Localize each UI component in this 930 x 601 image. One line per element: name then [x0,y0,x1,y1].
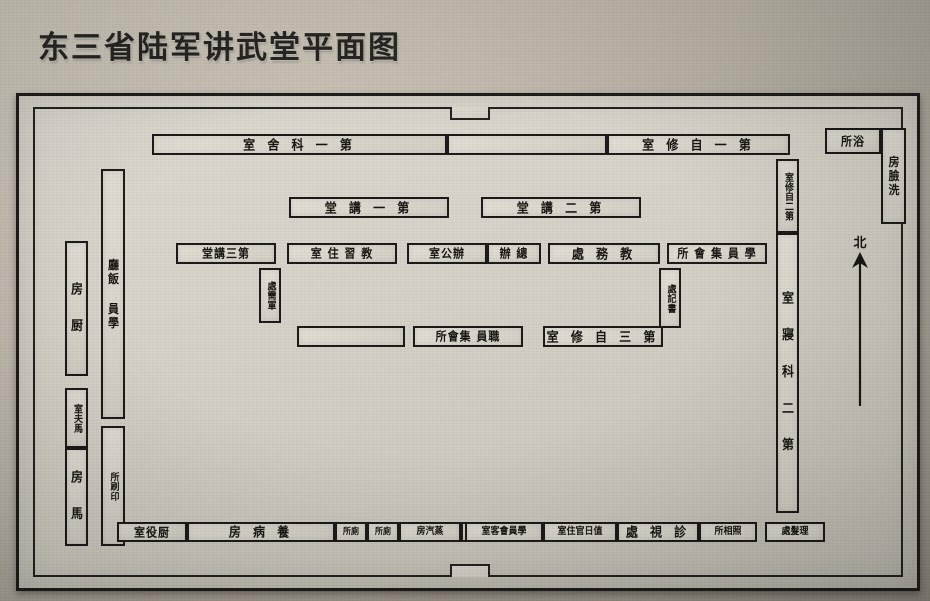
room-student-dining-hall[interactable]: 廳飯 員學 [101,169,125,419]
room-label: 室 寢 科 二 第 [780,290,795,456]
building-outline [33,107,903,577]
room-staff-assembly-hall[interactable]: 所會集 員職 [413,326,523,347]
room-label: 處 視 診 [625,524,691,540]
room-military-supply[interactable]: 處需軍 [259,268,281,323]
room-sick-ward[interactable]: 房 病 養 [187,522,335,542]
room-label: 室公辦 [429,246,465,261]
room-instructor-residence[interactable]: 室 住 習 教 [287,243,397,264]
room-label: 處記書 [665,283,676,313]
room-unlabeled-hall[interactable] [297,326,405,347]
room-label: 室客會員學 [481,526,527,537]
north-arrow: 北 [830,232,890,412]
room-label: 廳飯 員學 [106,257,120,331]
room-lecture-hall-2[interactable]: 堂 講 二 第 [481,197,641,218]
room-label: 房 病 養 [228,524,294,540]
room-barber-shop[interactable]: 處髮理 [765,522,825,542]
room-first-study[interactable]: 室 修 自 一 第 [607,134,790,155]
room-label: 室修自二第 [783,171,793,221]
entrance-notch-top [450,107,490,120]
room-label: 室 住 習 教 [310,246,374,261]
room-second-study[interactable]: 室修自二第 [776,159,799,233]
room-label: 房汽蒸 [416,526,444,537]
room-label: 室役厨 [134,524,170,540]
room-lecture-hall-1[interactable]: 堂 講 一 第 [289,197,449,218]
room-label: 所廁 [343,526,359,537]
room-label: 處 務 教 [571,245,637,262]
room-label: 室 修 自 三 第 [546,328,660,345]
room-wash-room[interactable]: 房臉洗 [881,128,906,224]
room-secretariat[interactable]: 處記書 [659,268,681,328]
room-top-barracks-corridor[interactable] [447,134,607,155]
room-label: 房 厨 [69,281,84,336]
entrance-notch-bottom [450,564,490,577]
room-label: 室 修 自 一 第 [642,136,755,153]
room-third-study[interactable]: 室 修 自 三 第 [543,326,663,347]
room-toilet-a[interactable]: 所廁 [335,522,367,542]
room-groom-room[interactable]: 室夫馬 [65,388,88,448]
room-label: 室 舍 科 一 第 [243,136,356,153]
room-second-division-dorm[interactable]: 室 寢 科 二 第 [776,233,799,513]
room-label: 所 會 集 員 學 [677,246,757,261]
room-label: 堂 講 一 第 [324,199,414,216]
room-kitchen[interactable]: 房 厨 [65,241,88,376]
room-stable[interactable]: 房 馬 [65,448,88,546]
room-label: 所刷印 [108,471,119,501]
room-clinic[interactable]: 處 視 診 [617,522,699,542]
room-student-assembly-hall[interactable]: 所 會 集 員 學 [667,243,767,264]
room-label: 房 馬 [69,470,84,524]
room-student-reception[interactable]: 室客會員學 [465,522,543,542]
room-label: 辦 總 [499,246,529,261]
room-cook-quarters[interactable]: 室役厨 [117,522,187,542]
floor-plan-panel: 室 舍 科 一 第 室 修 自 一 第 所浴 房臉洗 堂 講 一 第 堂 講 二… [16,93,920,591]
room-bath-house[interactable]: 所浴 [825,128,881,154]
room-label: 房臉洗 [887,154,900,198]
room-label: 處需軍 [265,280,276,311]
room-label: 處髮理 [781,526,809,537]
room-duty-officer[interactable]: 室住官日值 [543,522,617,542]
room-director-office[interactable]: 辦 總 [487,243,541,264]
room-steam-room[interactable]: 房汽蒸 [399,522,461,542]
page-title: 东三省陆军讲武堂平面图 [38,30,401,66]
room-label: 所廁 [375,526,391,537]
north-label: 北 [853,236,867,251]
room-top-barracks[interactable]: 室 舍 科 一 第 [152,134,447,155]
room-academic-affairs[interactable]: 處 務 教 [548,243,660,264]
room-lecture-hall-3[interactable]: 堂講三第 [176,243,276,264]
room-label: 室夫馬 [72,403,82,433]
room-label: 所相照 [714,526,742,537]
room-label: 堂 講 二 第 [516,199,606,216]
room-toilet-b[interactable]: 所廁 [367,522,399,542]
room-label: 堂講三第 [202,246,250,261]
room-label: 所浴 [841,133,865,149]
room-label: 所會集 員職 [435,329,501,344]
north-arrow-icon [852,252,868,406]
room-photo-studio[interactable]: 所相照 [699,522,757,542]
room-label: 室住官日值 [557,526,603,537]
room-general-office[interactable]: 室公辦 [407,243,487,264]
